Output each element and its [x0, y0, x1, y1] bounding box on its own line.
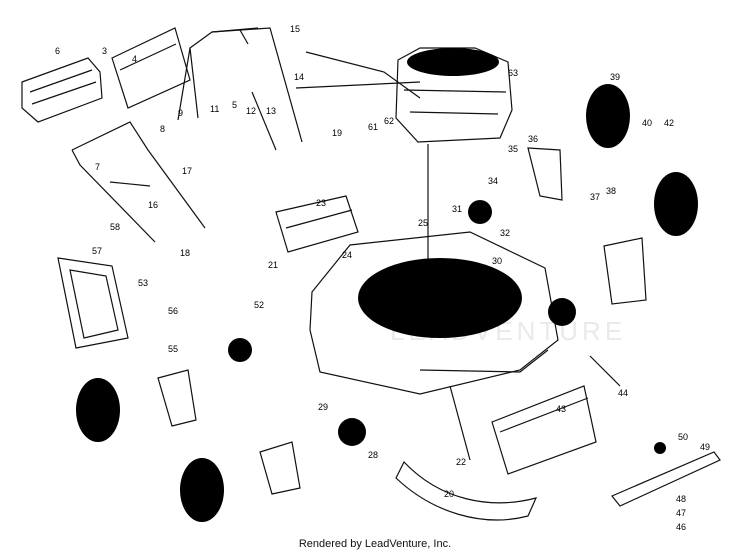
callout-3: 3 [102, 46, 107, 56]
baffle-part [491, 385, 597, 475]
callout-22: 22 [456, 457, 466, 467]
callout-20: 20 [444, 489, 454, 499]
callout-61: 61 [368, 122, 378, 132]
callout-28: 28 [368, 450, 378, 460]
callout-63: 63 [508, 68, 518, 78]
callout-38: 38 [606, 186, 616, 196]
callout-42: 42 [664, 118, 674, 128]
skirt-part [395, 460, 538, 521]
callout-5: 5 [232, 100, 237, 110]
callout-17: 17 [182, 166, 192, 176]
callout-39: 39 [610, 72, 620, 82]
callout-12: 12 [246, 106, 256, 116]
callout-58: 58 [110, 222, 120, 232]
callout-24: 24 [342, 250, 352, 260]
callout-56: 56 [168, 306, 178, 316]
callout-6: 6 [55, 46, 60, 56]
callout-48: 48 [676, 494, 686, 504]
callout-55: 55 [168, 344, 178, 354]
callout-44: 44 [618, 388, 628, 398]
callout-52: 52 [254, 300, 264, 310]
upper-handle-part [177, 27, 303, 151]
lower-handle-part [71, 121, 206, 243]
callout-23: 23 [316, 198, 326, 208]
callout-7: 7 [95, 162, 100, 172]
callout-15: 15 [290, 24, 300, 34]
callout-19: 19 [332, 128, 342, 138]
callout-31: 31 [452, 204, 462, 214]
callout-11: 11 [210, 104, 219, 114]
callout-8: 8 [160, 124, 165, 134]
bag-cover-part [21, 57, 103, 123]
callout-29: 29 [318, 402, 328, 412]
wheel-rear-right-part [586, 84, 630, 148]
callout-57: 57 [92, 246, 102, 256]
callout-46: 46 [676, 522, 686, 532]
callout-62: 62 [384, 116, 394, 126]
callout-50: 50 [678, 432, 688, 442]
callout-43: 43 [556, 404, 566, 414]
rear-shield-part [57, 257, 129, 349]
callout-37: 37 [590, 192, 600, 202]
callout-26: 26 [438, 296, 448, 306]
callout-53: 53 [138, 278, 148, 288]
callout-47: 47 [676, 508, 686, 518]
callout-4: 4 [132, 54, 137, 64]
callout-14: 14 [294, 72, 304, 82]
wheel-rear-left-part [76, 378, 120, 442]
callout-36: 36 [528, 134, 538, 144]
rear-flap-part [111, 27, 191, 109]
footer-credit: Rendered by LeadVenture, Inc. [298, 538, 452, 550]
mower-deck-part [309, 231, 559, 395]
callout-40: 40 [642, 118, 652, 128]
height-adjuster-plates-part [228, 200, 576, 446]
callout-32: 32 [500, 228, 510, 238]
callout-35: 35 [508, 144, 518, 154]
callout-9: 9 [178, 108, 183, 118]
wheel-front-left-part [180, 458, 224, 522]
callout-13: 13 [266, 106, 276, 116]
height-adjust-bracket-part [275, 195, 359, 253]
callout-34: 34 [488, 176, 498, 186]
callout-16: 16 [148, 200, 158, 210]
callout-49: 49 [700, 442, 710, 452]
callout-21: 21 [268, 260, 278, 270]
engine-part [395, 47, 513, 270]
axle-brackets-part [157, 147, 647, 495]
callout-30: 30 [492, 256, 502, 266]
callout-18: 18 [180, 248, 190, 258]
wheel-front-right-part [654, 172, 698, 236]
blade-part [611, 442, 721, 507]
callout-25: 25 [418, 218, 428, 228]
